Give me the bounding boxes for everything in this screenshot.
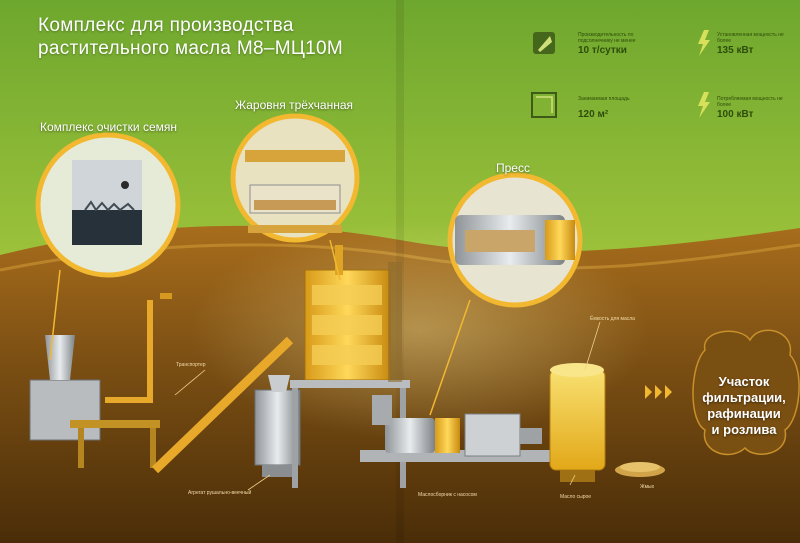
press-magnifier	[429, 172, 583, 416]
spec-productivity-value: 10 т/сутки	[578, 45, 627, 56]
productivity-icon	[533, 32, 555, 54]
leader-lines	[174, 321, 601, 491]
spec-installed-power-value: 135 кВт	[717, 45, 754, 56]
label-hulling-unit: Агрегат рушально-веечный	[188, 490, 252, 496]
label-oil-pump: Маслосборник с насосом	[418, 492, 477, 498]
spec-area-value: 120 м²	[578, 109, 609, 120]
callout-roaster: Жаровня трёхчанная	[235, 98, 354, 112]
page-title-line2: растительного масла М8–МЦ10М	[38, 38, 344, 59]
label-transporter: Транспортер	[176, 362, 206, 368]
spec-productivity-label: Производительность по подсолнечнику не м…	[578, 32, 636, 44]
area-icon	[531, 92, 557, 118]
next-section-line1: Участок	[718, 374, 770, 389]
next-section-cloud	[692, 329, 800, 456]
callout-cleaning: Комплекс очистки семян	[40, 120, 178, 134]
machinery	[29, 245, 665, 488]
cleaning-magnifier	[35, 132, 181, 361]
callout-press: Пресс	[496, 161, 530, 175]
spec-installed-power-label: Установленная мощность не более	[717, 32, 784, 44]
spec-consumed-power-value: 100 кВт	[717, 109, 754, 120]
next-section-line3: рафинации	[707, 406, 781, 421]
next-section-line4: и розлива	[711, 422, 777, 437]
roaster-magnifier	[230, 113, 360, 281]
spec-consumed-power-label: Потребляемая мощность не более	[717, 96, 783, 108]
arrow-right-icon	[645, 385, 672, 399]
label-cake: Жмых	[640, 484, 655, 490]
label-raw-oil: Масло сырое	[560, 494, 592, 500]
page-title-line1: Комплекс для производства	[38, 15, 294, 36]
spec-area-label: Занимаемая площадь	[578, 96, 630, 102]
next-section-line2: фильтрации,	[702, 390, 786, 405]
label-oil-tank: Ёмкость для масла	[590, 316, 635, 322]
next-section-label: Участок фильтрации, рафинации и розлива	[698, 374, 790, 438]
power-icon	[698, 30, 710, 118]
